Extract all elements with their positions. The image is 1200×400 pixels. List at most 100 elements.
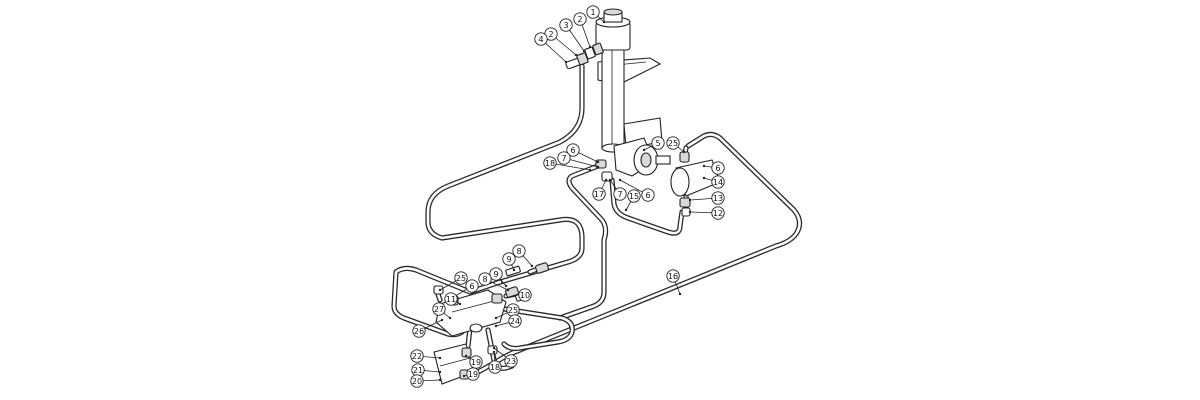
callout-bubble (410, 374, 424, 388)
callout-leader-tip (512, 268, 516, 272)
callout-leader-tip (438, 370, 442, 374)
callout-6: 6 (618, 178, 655, 202)
callout-label: 27 (434, 305, 444, 314)
callout-bubble (512, 244, 526, 258)
callout-21: 21 (411, 363, 442, 377)
callout-label: 21 (413, 366, 423, 375)
fitting-8a (535, 262, 549, 274)
callout-leader-tip (618, 178, 622, 182)
filter-fitting-12 (681, 207, 691, 217)
callout-8: 8 (512, 244, 534, 268)
callout-label: 15 (629, 192, 639, 201)
callout-bubble (613, 187, 627, 201)
callout-2: 2 (573, 12, 592, 49)
callout-label: 10 (520, 291, 530, 300)
callout-label: 26 (414, 327, 424, 336)
callout-leader-tip (678, 292, 682, 296)
callout-leader-tip (438, 288, 442, 292)
callout-bubble (559, 18, 573, 32)
callout-25: 25 (438, 271, 468, 292)
filter-assembly (670, 151, 721, 217)
callout-bubble (412, 324, 426, 338)
callout-leader-tip (688, 198, 692, 202)
callout-leader-tip (596, 160, 600, 164)
callout-bubble (627, 189, 641, 203)
fitting-3 (584, 46, 596, 60)
callout-leader-tip (448, 316, 452, 320)
callout-leader-tip (506, 288, 510, 292)
callout-10: 10 (518, 288, 532, 302)
callout-label: 9 (493, 270, 498, 279)
callout-bubble (488, 360, 502, 374)
callout-bubble (711, 161, 725, 175)
callout-leader-tip (604, 178, 608, 182)
callout-label: 18 (545, 159, 555, 168)
callout-label: 17 (594, 190, 604, 199)
callout-label: 8 (516, 247, 521, 256)
callout-leader-tip (440, 318, 444, 322)
callout-label: 6 (469, 282, 474, 291)
callout-label: 1 (590, 8, 595, 17)
callout-leader-tip (702, 164, 706, 168)
callout-leader-tip (688, 210, 692, 214)
callout-leader-tip (438, 356, 442, 360)
callout-label: 5 (655, 139, 660, 148)
callout-label: 7 (617, 190, 622, 199)
callout-label: 20 (412, 377, 422, 386)
callout-27: 27 (432, 302, 452, 320)
callout-leader-tip (492, 350, 496, 354)
callout-label: 4 (538, 35, 543, 44)
callout-label: 7 (561, 154, 566, 163)
callout-label: 25 (668, 139, 678, 148)
callout-leader-tip (608, 178, 612, 182)
callout-leader-tip (582, 49, 586, 53)
callout-3: 3 (559, 18, 586, 53)
callout-leader-tip (574, 53, 578, 57)
callout-label: 16 (668, 272, 678, 281)
callout-bubble (518, 288, 532, 302)
callout-bubble (592, 187, 606, 201)
callout-label: 8 (482, 275, 487, 284)
callout-label: 6 (645, 191, 650, 200)
tank-body (601, 37, 625, 149)
callout-bubble (534, 32, 548, 46)
callout-18: 18 (543, 156, 592, 172)
pipe-loop-15 (609, 177, 685, 236)
callout-label: 2 (548, 30, 553, 39)
callout-leader-tip (464, 354, 468, 358)
reservoir-tank (595, 8, 663, 153)
callout-label: 24 (510, 317, 520, 326)
pipe-pump-suction (557, 163, 609, 321)
callout-label: 25 (456, 274, 466, 283)
callout-leader-tip (458, 302, 462, 306)
callout-bubble (432, 302, 446, 316)
fitting-2a (576, 52, 589, 66)
callout-leader-tip (588, 168, 592, 172)
callout-20: 20 (410, 374, 442, 388)
callout-leader (549, 162, 591, 171)
pump-assembly (595, 137, 671, 182)
callout-12: 12 (688, 206, 725, 220)
callout-6: 6 (450, 279, 479, 300)
callout-26: 26 (412, 318, 444, 338)
callout-bubble (586, 5, 600, 19)
callout-leader-tip (494, 324, 498, 328)
callout-6: 6 (702, 161, 725, 175)
callout-label: 2 (577, 15, 582, 24)
callout-24: 24 (494, 314, 522, 328)
callout-label: 6 (570, 146, 575, 155)
filter-fitting-top (679, 151, 690, 163)
callout-bubble (666, 136, 680, 150)
callout-leader-tip (530, 264, 534, 268)
callout-bubble (504, 354, 518, 368)
filter-end (670, 167, 690, 197)
callout-label: 11 (446, 295, 456, 304)
pump-shaft (655, 155, 671, 165)
callout-bubble (444, 292, 458, 306)
callout-14: 14 (702, 175, 725, 189)
callout-4: 4 (534, 32, 568, 64)
callout-2: 2 (544, 27, 578, 57)
callout-7: 7 (608, 178, 627, 201)
callout-leader-tip (438, 378, 442, 382)
